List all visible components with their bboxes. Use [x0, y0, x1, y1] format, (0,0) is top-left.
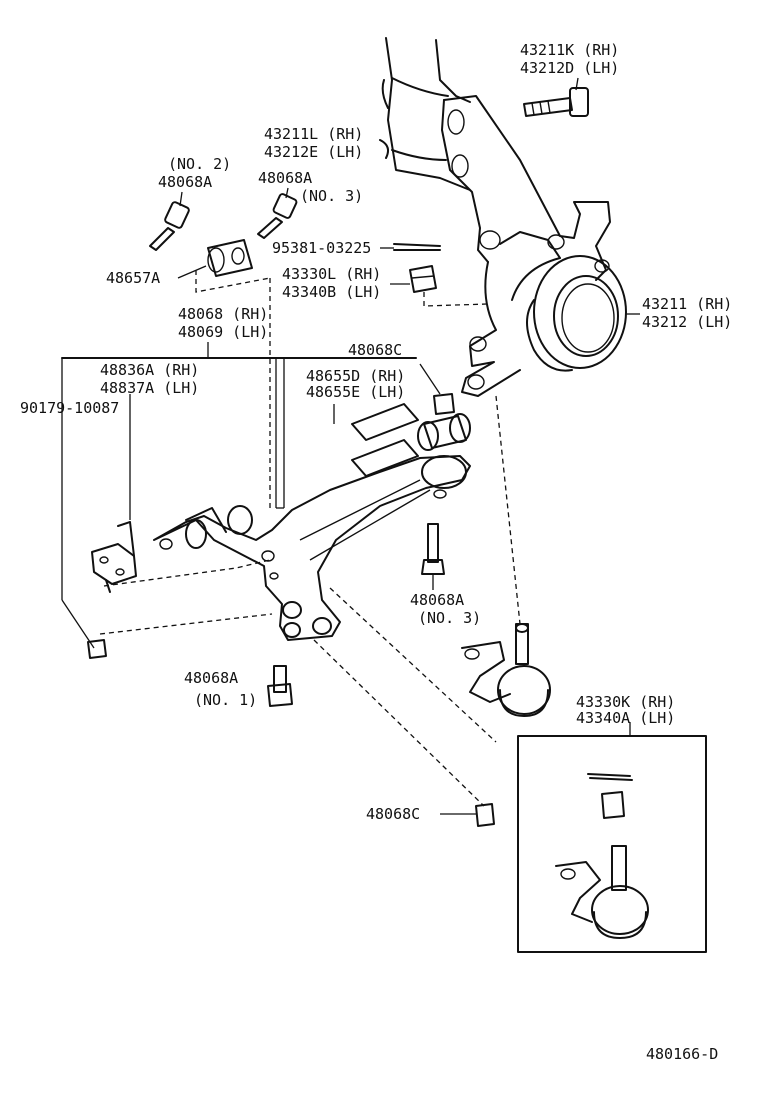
label-no1-part: 48068A — [184, 669, 239, 687]
label-no2-part: 48068A — [158, 173, 213, 191]
knuckle-dash-line — [495, 395, 521, 625]
castle-nut-upper — [390, 265, 489, 307]
ball-joint-main — [461, 623, 551, 717]
label-small-bolt: 90179-10087 — [20, 399, 120, 417]
steering-knuckle — [441, 95, 611, 397]
diagram-code: 480166-D — [646, 1045, 719, 1063]
bolt-no2 — [149, 191, 190, 251]
nut-rear — [419, 363, 455, 415]
label-nut-upper-lh: 43340B (LH) — [282, 283, 382, 301]
label-cotter-pin: 95381-03225 — [272, 239, 372, 257]
lower-control-arm — [153, 455, 471, 641]
lower-dash-line — [313, 587, 497, 807]
rear-bushing — [417, 413, 471, 451]
lower-arm-bracket — [61, 278, 417, 649]
label-no3-mid-part: 48068A — [410, 591, 465, 609]
hub-bearing — [526, 255, 627, 372]
label-rear-bracket-lh: 48655E (LH) — [306, 383, 406, 401]
knuckle-bolt — [523, 77, 589, 117]
label-knuckle-lh: 43212 (LH) — [642, 313, 733, 331]
strut-outline — [381, 37, 471, 191]
label-front-bracket-lh: 48837A (LH) — [100, 379, 200, 397]
pin-clip — [379, 139, 389, 159]
label-lower-arm-rh: 48068 (RH) — [178, 305, 269, 323]
label-pin-clip-lh: 43212E (LH) — [264, 143, 364, 161]
label-no3-top: (NO. 3) — [300, 187, 364, 205]
bolt-no3-top — [257, 187, 298, 239]
bolt-no3-mid — [421, 523, 445, 590]
label-rear-bracket-rh: 48655D (RH) — [306, 367, 406, 385]
small-nut — [87, 613, 273, 659]
rear-bracket-plates — [333, 403, 419, 477]
label-pin-clip-rh: 43211L (RH) — [264, 125, 364, 143]
label-nut-upper-rh: 43330L (RH) — [282, 265, 382, 283]
label-no1: (NO. 1) — [194, 691, 258, 709]
ball-joint-inset — [517, 722, 707, 953]
label-knuckle-bolt-rh: 43211K (RH) — [520, 41, 620, 59]
label-ball-joint-rh: 43330K (RH) — [576, 693, 676, 711]
label-ball-joint-lh: 43340A (LH) — [576, 709, 676, 727]
label-nut-lower: 48068C — [366, 805, 421, 823]
label-knuckle-bolt-lh: 43212D (LH) — [520, 59, 620, 77]
label-front-bracket-rh: 48836A (RH) — [100, 361, 200, 379]
nut-lower — [440, 803, 495, 827]
label-knuckle-rh: 43211 (RH) — [642, 295, 733, 313]
label-no2: (NO. 2) — [168, 155, 232, 173]
bushing-bracket — [177, 239, 271, 293]
label-bushing-bracket: 48657A — [106, 269, 161, 287]
label-lower-arm-lh: 48069 (LH) — [178, 323, 269, 341]
label-no3-top-part: 48068A — [258, 169, 313, 187]
bolt-no1 — [267, 665, 293, 707]
label-no3-mid: (NO. 3) — [418, 609, 482, 627]
cotter-pin — [380, 243, 441, 251]
front-bracket — [91, 394, 271, 593]
label-nut-rear: 48068C — [348, 341, 403, 359]
